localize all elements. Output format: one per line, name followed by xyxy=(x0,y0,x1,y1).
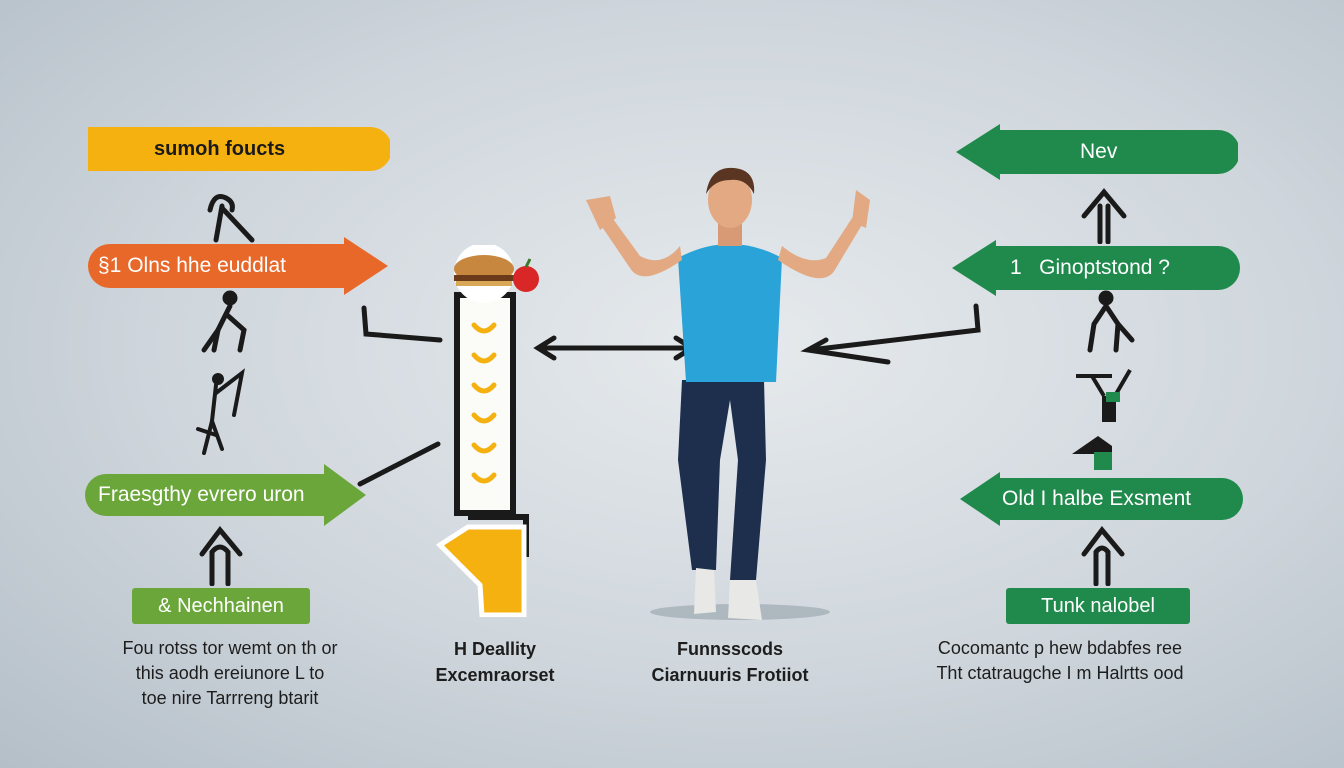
lifting-figure-icon xyxy=(196,368,245,455)
right-caption: Cocomantc p hew bdabfes ree Tht ctatraug… xyxy=(910,636,1210,686)
right-caption-line: Cocomantc p hew bdabfes ree xyxy=(937,638,1183,658)
left-banner-3: Fraesgthy evrero uron xyxy=(84,464,366,526)
right-banner-2-text: 1 Ginoptstond ? xyxy=(1010,256,1170,279)
left-caption-line: Fou rotss tor wemt on th or xyxy=(122,638,338,658)
food-meter-icon xyxy=(436,245,539,617)
left-banner-1-text: sumoh foucts xyxy=(154,137,286,160)
left-banner-1: sumoh foucts xyxy=(88,120,390,178)
left-caption-line: this aodh ereiunore L to xyxy=(135,663,325,683)
right-banner-1-text: Nev xyxy=(1080,140,1118,163)
person-illustration xyxy=(586,167,870,620)
right-label: Tunk nalobel xyxy=(1006,588,1190,624)
center-right-caption: Funnsscods Ciarnuuris Frotiiot xyxy=(620,636,840,688)
center-left-caption: H Deallity Excemraorset xyxy=(410,636,580,688)
center-right-caption-line: Funnsscods xyxy=(676,639,783,659)
running-figure-icon xyxy=(1087,290,1135,353)
exercise-figure-icon xyxy=(201,290,247,353)
left-caption: Fou rotss tor wemt on th or this aodh er… xyxy=(90,636,370,711)
left-caption-line: toe nire Tarrreng btarit xyxy=(141,688,319,708)
right-caption-line: Tht ctatraugche I m Halrtts ood xyxy=(936,663,1184,683)
tool-icon xyxy=(1076,368,1132,422)
left-banner-2: §1 Olns hhe euddlat xyxy=(88,237,388,295)
left-banner-3-text: Fraesgthy evrero uron xyxy=(98,483,305,506)
right-label-text: Tunk nalobel xyxy=(1041,594,1155,617)
walking-figure-icon xyxy=(207,194,255,243)
center-right-caption-line: Ciarnuuris Frotiiot xyxy=(651,665,809,685)
standing-figure-icon xyxy=(199,525,243,586)
left-label: & Nechhainen xyxy=(132,588,310,624)
right-banner-3: Old I halbe Exsment xyxy=(960,472,1244,526)
cap-icon xyxy=(1072,436,1112,470)
left-banner-2-text: §1 Olns hhe euddlat xyxy=(98,254,286,277)
right-banner-2: 1 Ginoptstond ? xyxy=(952,240,1240,296)
hiking-figure-icon xyxy=(1081,188,1127,244)
right-banner-1: Nev xyxy=(956,124,1238,180)
center-left-caption-line: Excemraorset xyxy=(435,665,555,685)
left-label-text: & Nechhainen xyxy=(158,594,284,617)
center-left-caption-line: H Deallity xyxy=(453,639,537,659)
right-banner-3-text: Old I halbe Exsment xyxy=(1002,487,1192,510)
standing-figure-right-icon xyxy=(1081,525,1125,586)
